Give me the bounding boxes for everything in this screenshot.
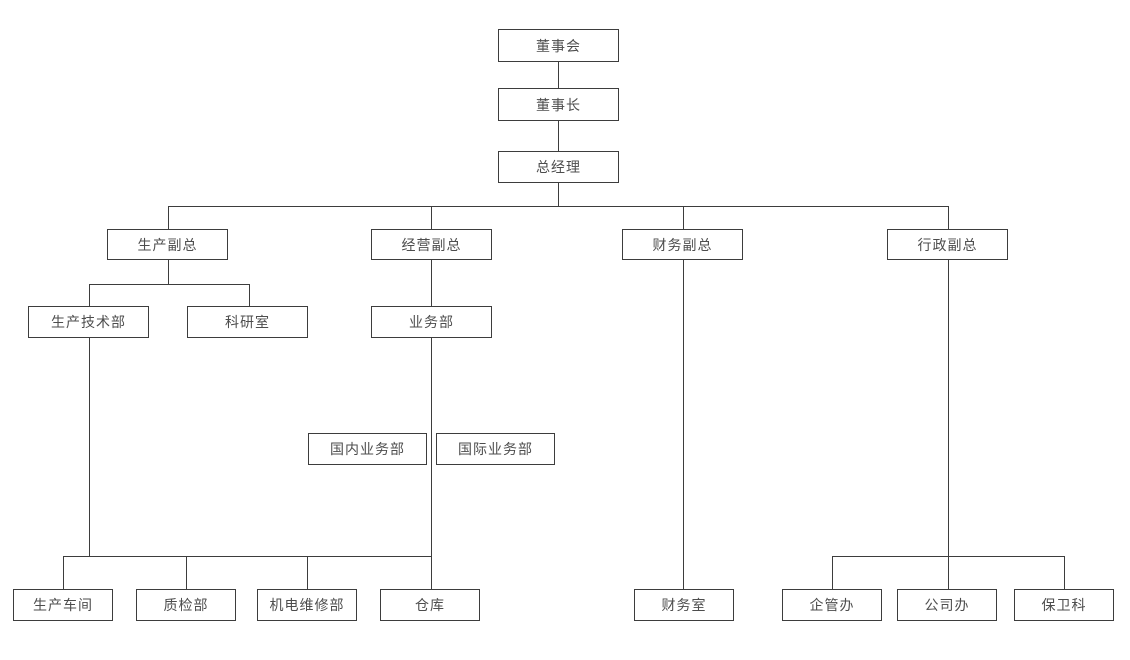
connector-line-vertical (1064, 556, 1065, 589)
org-node-electromechanical-maintenance-dept: 机电维修部 (257, 589, 357, 621)
connector-line-vertical (431, 260, 432, 306)
org-node-production-workshop: 生产车间 (13, 589, 113, 621)
connector-line-vertical (948, 260, 949, 589)
connector-line-vertical (948, 206, 949, 229)
connector-line-vertical (168, 206, 169, 229)
org-node-vp-production: 生产副总 (107, 229, 228, 260)
org-node-business-dept: 业务部 (371, 306, 492, 338)
connector-line-vertical (683, 206, 684, 229)
org-node-security-section: 保卫科 (1014, 589, 1114, 621)
connector-line-vertical (186, 556, 187, 589)
connector-line-horizontal (63, 556, 432, 557)
org-node-production-tech-dept: 生产技术部 (28, 306, 149, 338)
connector-line-vertical (249, 284, 250, 306)
connector-line-vertical (683, 260, 684, 589)
org-node-general-manager: 总经理 (498, 151, 619, 183)
org-node-quality-inspection-dept: 质检部 (136, 589, 236, 621)
org-node-research-office: 科研室 (187, 306, 308, 338)
org-node-domestic-business-dept: 国内业务部 (308, 433, 427, 465)
org-node-enterprise-management-office: 企管办 (782, 589, 882, 621)
org-node-finance-office: 财务室 (634, 589, 734, 621)
org-node-company-office: 公司办 (897, 589, 997, 621)
connector-line-vertical (558, 62, 559, 88)
connector-line-vertical (431, 338, 432, 556)
connector-line-vertical (307, 556, 308, 589)
connector-line-vertical (89, 284, 90, 306)
org-node-vp-admin: 行政副总 (887, 229, 1008, 260)
org-node-warehouse: 仓库 (380, 589, 480, 621)
org-node-board-of-directors: 董事会 (498, 29, 619, 62)
connector-line-horizontal (832, 556, 1065, 557)
connector-line-horizontal (168, 206, 949, 207)
connector-line-vertical (431, 556, 432, 589)
connector-line-vertical (832, 556, 833, 589)
org-node-international-business-dept: 国际业务部 (436, 433, 555, 465)
connector-line-vertical (558, 121, 559, 151)
connector-line-vertical (63, 556, 64, 589)
connector-line-vertical (431, 206, 432, 229)
connector-line-horizontal (89, 284, 250, 285)
org-node-vp-finance: 财务副总 (622, 229, 743, 260)
connector-line-vertical (89, 338, 90, 556)
connector-line-vertical (168, 260, 169, 284)
org-node-chairman: 董事长 (498, 88, 619, 121)
org-node-vp-operations: 经营副总 (371, 229, 492, 260)
connector-line-vertical (558, 183, 559, 206)
